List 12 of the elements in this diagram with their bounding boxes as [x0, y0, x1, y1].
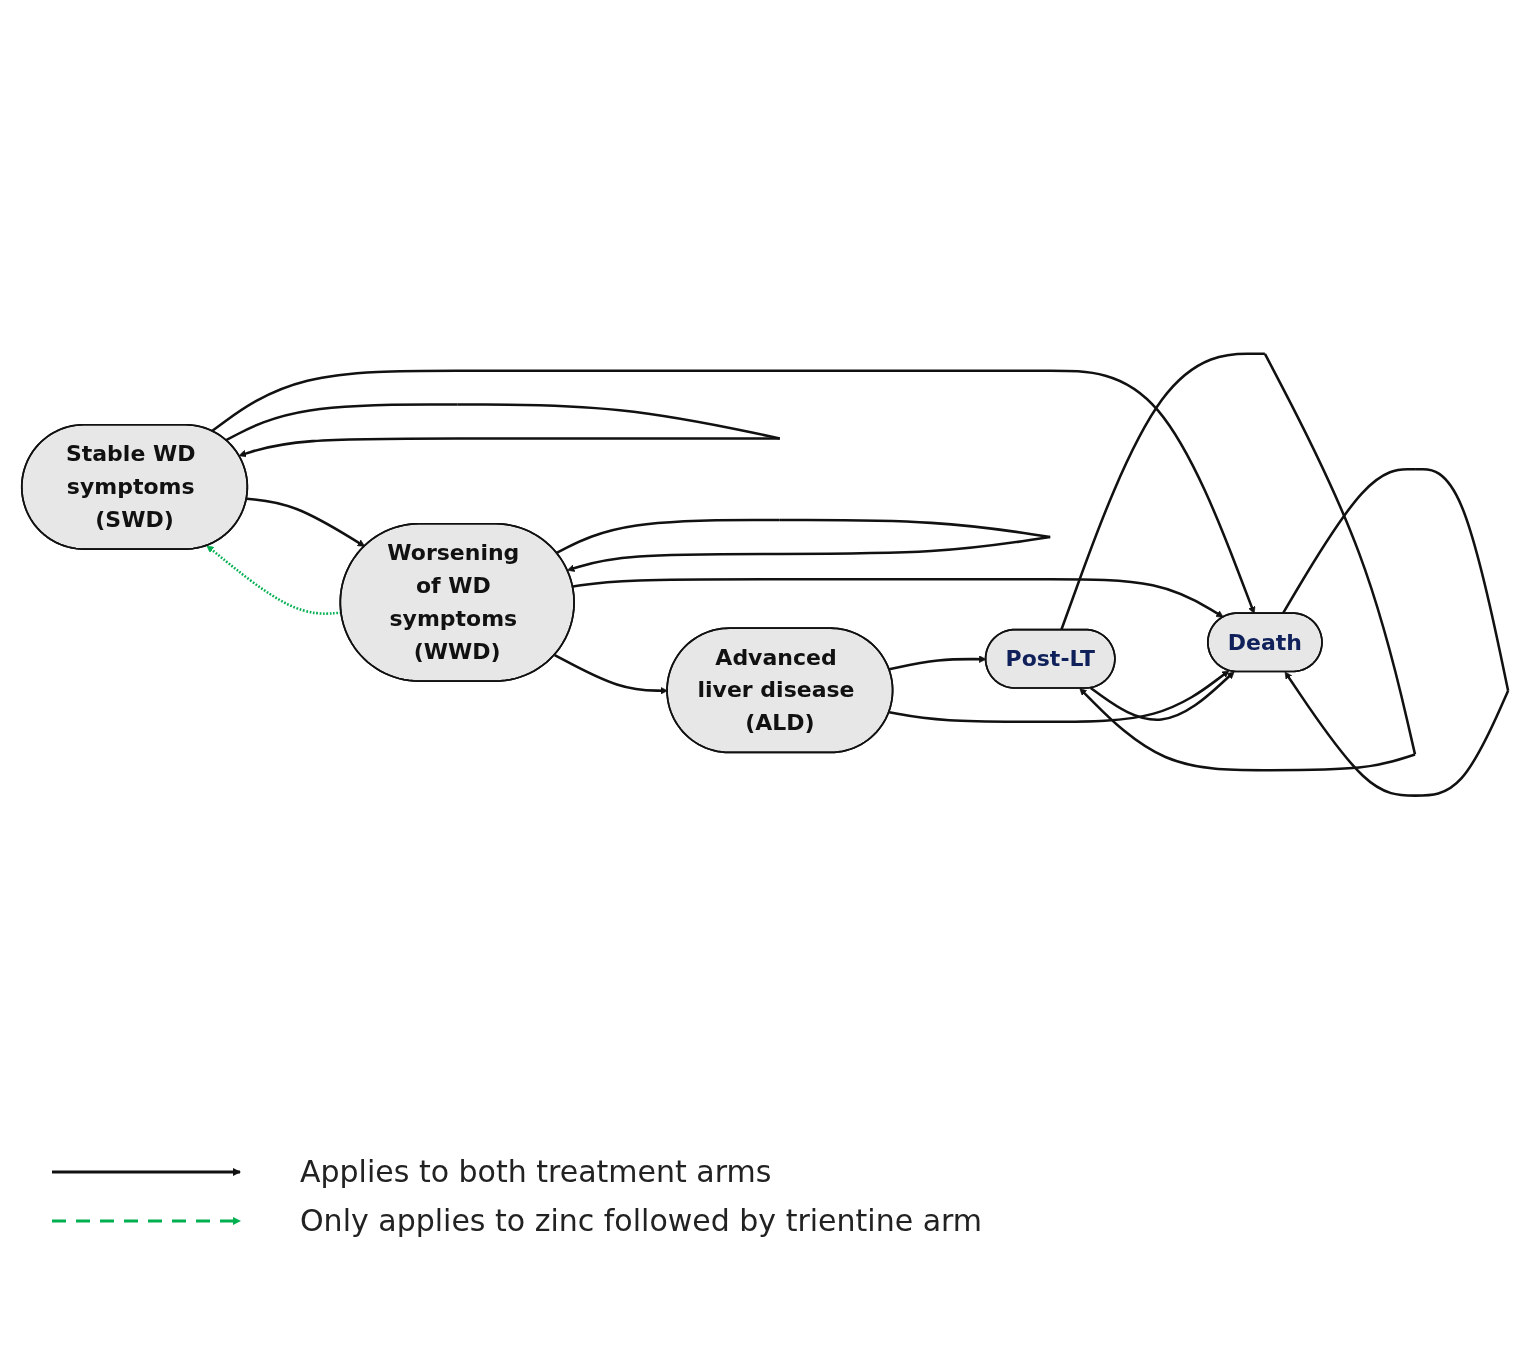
legend-text: Applies to both treatment arms: [300, 1154, 772, 1189]
arrow: [225, 403, 781, 458]
arrow: [554, 654, 668, 695]
arrow: [888, 670, 1230, 724]
arrow: [572, 578, 1224, 618]
legend-text: Only applies to zinc followed by trientine arm: [300, 1203, 983, 1238]
arrow: [556, 519, 1051, 573]
arrow: [246, 497, 365, 547]
arrow: [1281, 468, 1510, 798]
arrow: [1089, 671, 1235, 722]
arrow: [211, 369, 1256, 615]
arrow: [1060, 352, 1417, 772]
